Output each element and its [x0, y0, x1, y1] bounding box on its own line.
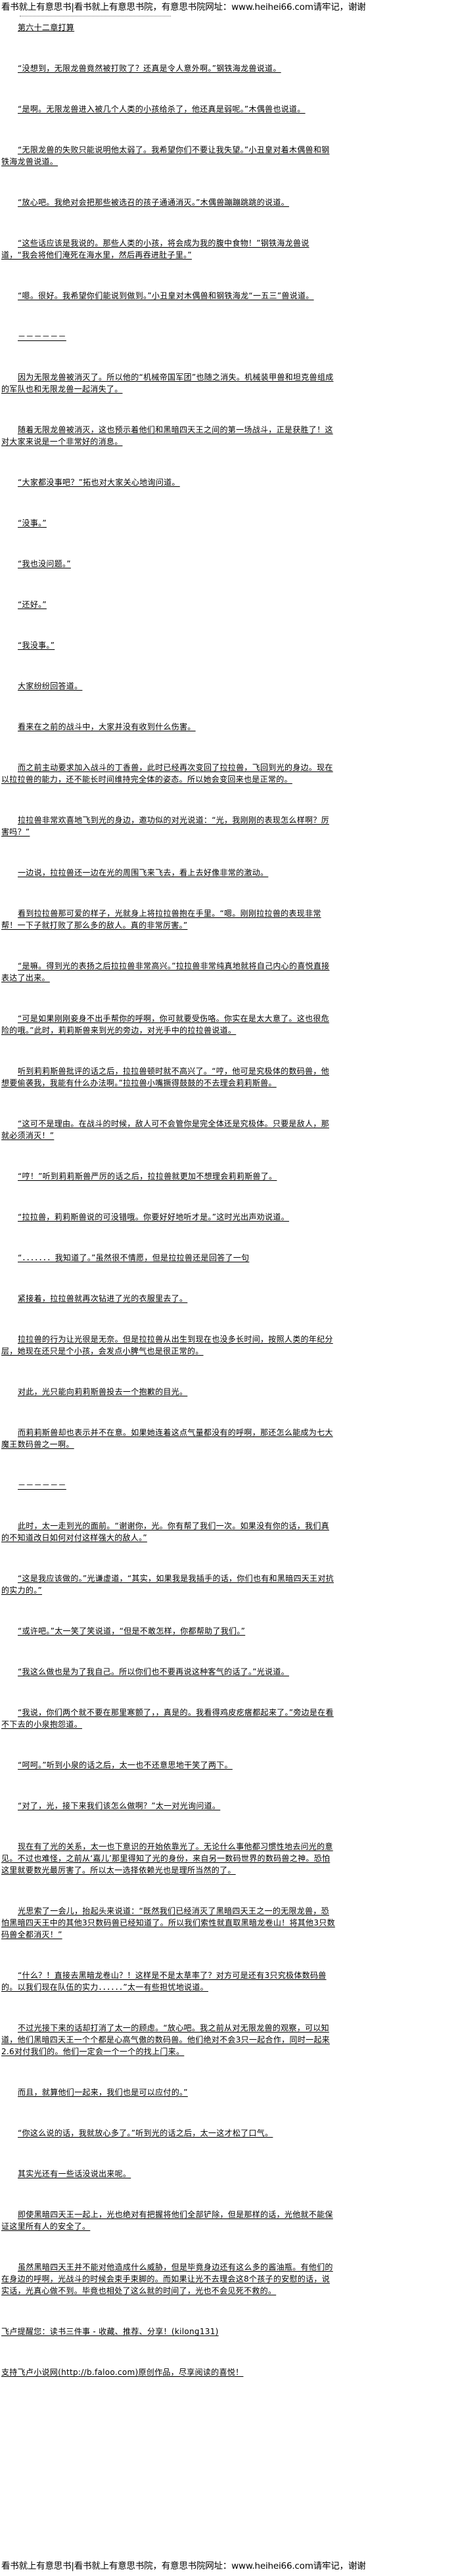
paragraph: “放心吧。我绝对会把那些被选召的孩子通通消灭。”木偶兽蹦蹦跳跳的说道。 — [18, 198, 289, 207]
paragraph-list: “没想到，无限龙兽竟然被打败了？还真是令人意外啊。”钢铁海龙兽说道。 “是啊。无限… — [1, 62, 335, 2378]
footer-note: 飞卢提醒您：读书三件事 - 收藏、推荐、分享！(kilong131) — [1, 2327, 219, 2336]
paragraph: “这可不是理由。在战斗的时候，敌人可不会管你是完全体还是究极体。只要是敌人，那就… — [1, 1119, 329, 1140]
paragraph: 看到拉拉兽那可爱的样子，光就身上将拉拉兽抱在手里。“嗯。刚刚拉拉兽的表现非常帮！… — [1, 909, 321, 930]
paragraph: “是啊。无限龙兽进入被几个人类的小孩给杀了，他还真是弱呢。”木偶兽也说道。 — [18, 104, 306, 114]
paragraph: 大家纷纷回答道。 — [18, 681, 83, 691]
paragraph: “是嘛。得到光的表扬之后拉拉兽非常高兴。”拉拉兽非常纯真地就将自己内心的喜悦直接… — [1, 961, 330, 982]
paragraph: “你这么说的话，我就放心多了。”听到光的话之后，太一这才松了口气。 — [18, 2128, 273, 2138]
paragraph: 此时，太一走到光的面前。“谢谢你，光。你有帮了我们一次。如果没有你的话，我们真的… — [1, 1521, 329, 1542]
site-banner: 看书就上有意思书|看书就上有意思书院，有意思书院网址：www.heihei66.… — [1, 2, 366, 12]
paragraph: 拉拉兽非常欢喜地飞到光的身边，邀功似的对光说道：“光，我刚刚的表现怎么样啊？厉害… — [1, 816, 329, 837]
paragraph: “还好。” — [18, 600, 47, 609]
paragraph: “拉拉兽，莉莉斯兽说的可没错哦。你要好好地听才是。”这时光出声劝说道。 — [18, 1212, 289, 1222]
paragraph: 其实光还有一些话没说出来呢。 — [18, 2169, 131, 2178]
paragraph: “嗯。很好。我希望你们能说到做到。”小丑皇对木偶兽和钢铁海龙“一五三”兽说道。 — [18, 291, 314, 300]
paragraph: “对了，光，接下来我们该怎么做啊？”太一对光询问道。 — [18, 1801, 221, 1810]
paragraph: 现在有了光的关系，太一也下意识的开始依靠光了。无论什么事他都习惯性地去问光的意见… — [1, 1842, 333, 1875]
paragraph: “或许吧。”太一笑了笑说道，“但是不敢怎样，你都帮助了我们。” — [18, 1626, 246, 1636]
paragraph: －－－－－－ — [18, 332, 66, 341]
paragraph: “这是我应该做的。”光谦虚道，“其实，如果我是我插手的话，你们也有和黑暗四天王对… — [1, 1574, 334, 1595]
paragraph: －－－－－－ — [18, 1481, 66, 1490]
paragraph: “无限龙兽的失败只能说明他太弱了。我希望你们不要让我失望。”小丑皇对着木偶兽和钢… — [1, 145, 330, 166]
paragraph: “什么？！直接去黑暗龙卷山？！这样是不是太草率了？对方可是还有3只究极体数码兽的… — [1, 1971, 327, 1992]
paragraph: 对此，光只能向莉莉斯兽投去一个抱歉的目光。 — [18, 1387, 188, 1396]
chapter-content: 第六十二章打算 “没想到，无限龙兽竟然被打败了？还真是令人意外啊。”钢铁海龙兽说… — [1, 22, 335, 2378]
paragraph: “没事。” — [18, 518, 47, 528]
paragraph: 即使黑暗四天王一起上，光也绝对有把握将他们全部铲除，但是那样的话，光他就不能保证… — [1, 2210, 333, 2231]
paragraph: “我说，你们两个就不要在那里寒颤了，，真是的。我看得鸡皮疙瘩都起来了。”旁边是在… — [1, 1708, 334, 1729]
paragraph: 而莉莉斯兽却也表示并不在意。如果她连着这点气量都没有的呼啊，那还怎么能成为七大魔… — [1, 1428, 333, 1449]
paragraph: 一边说，拉拉兽还一边在光的周围飞来飞去，看上去好像非常的激动。 — [18, 868, 269, 877]
paragraph: 因为无限龙兽被消灭了。所以他的“机械帝国军团”也随之消失。机械装甲兽和坦克兽组成… — [1, 373, 334, 394]
paragraph: 不过光接下来的话却打消了太一的顾虑。“放心吧。我之前从对无限龙兽的观察，可以知道… — [1, 2023, 330, 2056]
paragraph: 紧接着，拉拉兽就再次钻进了光的衣服里去了。 — [18, 1294, 188, 1303]
paragraph: “没想到，无限龙兽竟然被打败了？还真是令人意外啊。”钢铁海龙兽说道。 — [18, 64, 281, 73]
paragraph: 拉拉兽的行为让光很是无奈。但是拉拉兽从出生到现在也没多长时间，按照人类的年纪分层… — [1, 1335, 333, 1356]
paragraph: 而之前主动要求加入战斗的丁香兽，此时已经再次变回了拉拉兽，飞回到光的身边。现在以… — [1, 763, 333, 784]
paragraph: 听到莉莉斯兽批评的话之后，拉拉兽顿时就不高兴了。“哼，他可是究极体的数码兽，他想… — [1, 1067, 329, 1088]
paragraph: “大家都没事吧？”拓也对大家关心地询问道。 — [18, 478, 180, 487]
banner-divider — [20, 16, 171, 18]
paragraph: 看来在之前的战斗中，大家并没有收到什么伤害。 — [18, 722, 196, 731]
paragraph: “我也没问题。” — [18, 559, 71, 568]
paragraph: “哼！”听到莉莉斯兽严厉的话之后，拉拉兽就更加不想理会莉莉斯兽了。 — [18, 1172, 277, 1181]
paragraph: “．．．．．．．我知道了。”虽然很不情愿，但是拉拉兽还是回答了一句 — [18, 1253, 250, 1262]
paragraph: 而且，就算他们一起来，我们也是可以应付的。” — [18, 2088, 188, 2097]
paragraph: “可是如果刚刚妾身不出手帮你的呼啊，你可就要受伤咯。你实在是太大意了。这也很危险… — [1, 1014, 329, 1035]
paragraph: 光思索了一会儿，抬起头来说道：“既然我们已经消灭了黑暗四天王之一的无限龙兽，恐怕… — [1, 1906, 335, 1939]
chapter-title: 第六十二章打算 — [18, 23, 75, 32]
paragraph: 随着无限龙兽被消灭，这也预示着他们和黑暗四天王之间的第一场战斗，正是获胜了！这对… — [1, 425, 333, 446]
paragraph: “我没事。” — [18, 641, 55, 650]
paragraph: “我这么做也是为了我自己。所以你们也不要再说这种客气的话了。”光说道。 — [18, 1667, 289, 1676]
paragraph: “呵呵。”听到小泉的话之后，太一也不还意思地干笑了两下。 — [18, 1760, 233, 1770]
paragraph: 虽然黑暗四天王并不能对他造成什么威胁，但是毕竟身边还有这么多的酱油瓶。有他们的在… — [1, 2263, 333, 2295]
footer-banner: 看书就上有意思书|看书就上有意思书院，有意思书院网址：www.heihei66.… — [1, 2561, 366, 2571]
paragraph: “这些话应该是我说的。那些人类的小孩，将会成为我的腹中食物！”钢铁海龙兽说道，“… — [1, 239, 310, 260]
footer-note: 支持飞卢小说网(http://b.faloo.com)原创作品，尽享阅读的喜悦！ — [1, 2368, 244, 2377]
